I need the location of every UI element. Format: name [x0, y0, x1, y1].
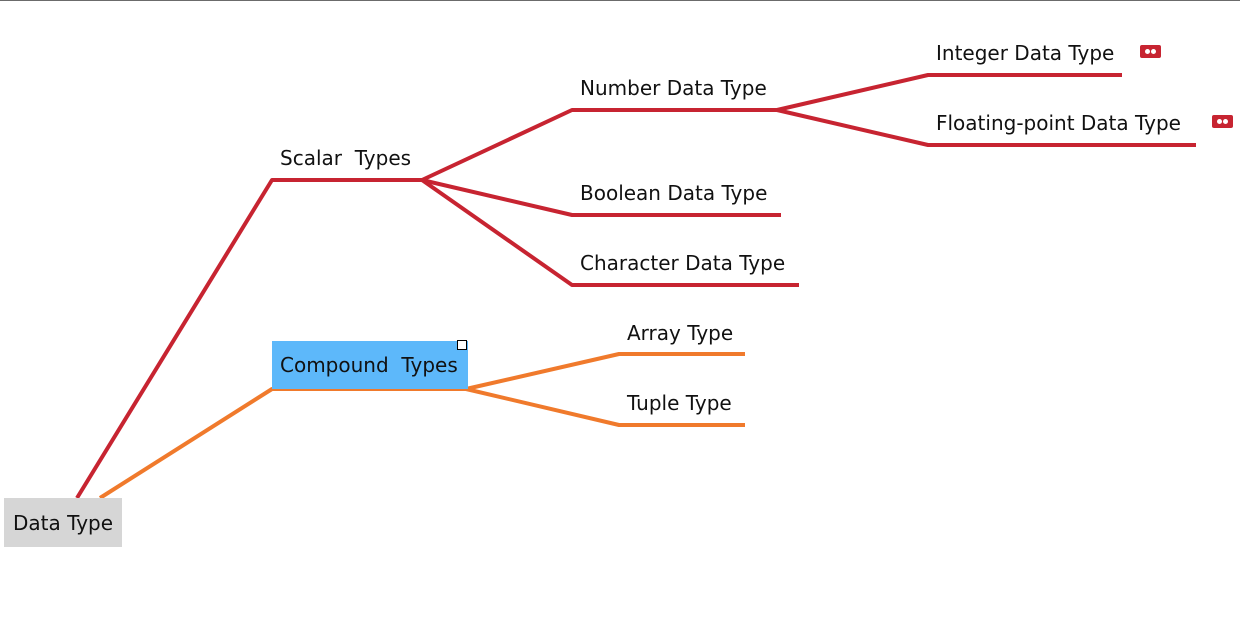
connector-scalar-boolean: [421, 178, 781, 217]
topic-compound-types-label: Compound Types: [280, 353, 458, 377]
linked-topic-icon[interactable]: [1212, 115, 1233, 128]
topic-integer-data-type[interactable]: Integer Data Type: [936, 41, 1115, 65]
connector-root-compound: [98, 387, 466, 500]
topic-tuple-type[interactable]: Tuple Type: [627, 391, 732, 415]
linked-topic-icon[interactable]: [1140, 45, 1161, 58]
topic-boolean-data-type[interactable]: Boolean Data Type: [580, 181, 768, 205]
topic-array-type[interactable]: Array Type: [627, 321, 734, 345]
topic-floating-point-data-type[interactable]: Floating-point Data Type: [936, 111, 1181, 135]
connector-root-scalar: [75, 178, 422, 500]
resize-handle[interactable]: [457, 340, 467, 350]
connector-number-floating: [776, 108, 1196, 147]
topic-scalar-types[interactable]: Scalar Types: [280, 146, 412, 170]
connector-number-integer: [776, 73, 1122, 112]
topic-number-data-type[interactable]: Number Data Type: [580, 76, 767, 100]
connector-compound-tuple: [465, 387, 745, 427]
root-topic-label: Data Type: [13, 510, 114, 535]
topic-character-data-type[interactable]: Character Data Type: [580, 251, 786, 275]
connector-compound-array: [465, 352, 745, 391]
connector-scalar-number: [421, 108, 777, 182]
root-topic[interactable]: Data Type: [4, 498, 122, 547]
connector-scalar-character: [420, 178, 799, 287]
topic-compound-types-selected[interactable]: Compound Types: [272, 341, 468, 389]
